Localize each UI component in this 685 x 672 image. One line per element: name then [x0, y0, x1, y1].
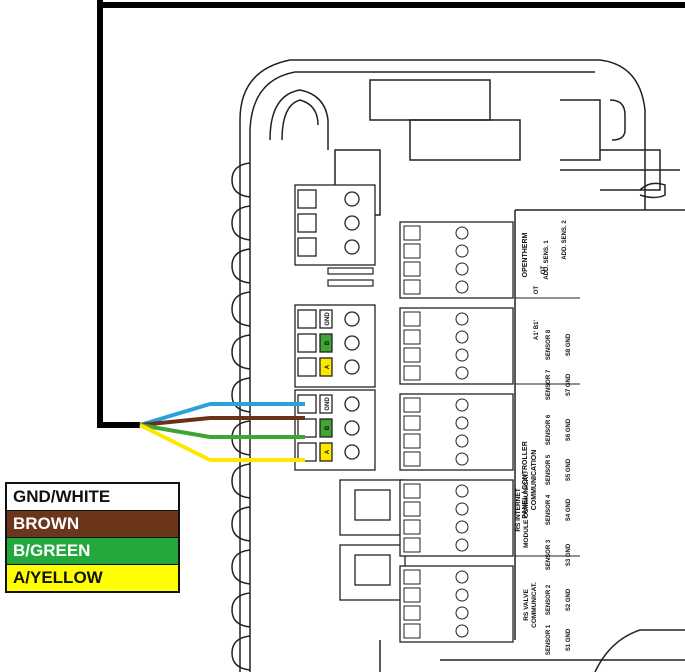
wires [139, 402, 305, 462]
communication-label: COMMUNICATION [531, 450, 538, 511]
terminal-screw [455, 312, 469, 326]
legend-brown: BROWN [7, 511, 178, 538]
sensor-terminal-label: S6 GND [566, 418, 572, 441]
wire-gnd-white [139, 402, 305, 427]
rs-internet-label: RS INTERNET [515, 488, 522, 531]
wire-b-green [139, 423, 305, 439]
wire-brown [139, 416, 305, 427]
frame-line-left [97, 0, 140, 428]
module-communicat-label: MODULE COMMUNICAT. [523, 472, 530, 548]
ot-label-1: OT [534, 286, 540, 295]
terminal-slot [403, 587, 421, 603]
wire-a-yellow [139, 423, 305, 462]
terminal-slot [403, 243, 421, 259]
terminal-slot [403, 279, 421, 295]
legend-a-yellow: A/YELLOW [7, 565, 178, 591]
rs-valve-label: RS VALVE [523, 589, 530, 621]
device-housing [239, 59, 685, 672]
terminal-slot [403, 365, 421, 381]
sensor-terminal-label: S7 GND [566, 373, 572, 396]
sensor-label: SENSOR 5 [546, 454, 552, 485]
add-sens-2-label: ADD. SENS. 2 [562, 220, 568, 260]
sensor-terminal-label: S4 GND [566, 498, 572, 521]
terminal-screw [455, 484, 469, 498]
rs-valve-communicat-label: COMMUNICAT. [531, 582, 538, 628]
sensor-terminal-label: S1 GND [566, 628, 572, 651]
sensor-terminal-label: S3 GND [566, 543, 572, 566]
sensor-label: SENSOR 3 [546, 539, 552, 570]
legend-gnd-white: GND/WHITE [7, 484, 178, 511]
terminal-label-b-2: B [325, 425, 331, 430]
terminal-screw [455, 452, 469, 466]
separator-pins [327, 267, 374, 287]
sensor-label: SENSOR 1 [546, 624, 552, 655]
terminal-screw [455, 434, 469, 448]
left-terminal-block-mid [294, 304, 376, 388]
sensor-label: SENSOR 4 [546, 494, 552, 525]
sensor-label: SENSOR 7 [546, 369, 552, 400]
terminal-slot [403, 451, 421, 467]
terminal-screw [455, 570, 469, 584]
panel-controller-label: PANEL / CONTROLLER [522, 441, 529, 519]
terminal-label-a-1: A [325, 364, 331, 369]
terminal-slot [403, 623, 421, 639]
terminal-screw [455, 502, 469, 516]
add-sens-1-label: ADD. SENS. 1 [544, 240, 550, 280]
terminal-slot [403, 347, 421, 363]
terminal-label-gnd-1: GND [325, 312, 331, 326]
sensor-label: SENSOR 6 [546, 414, 552, 445]
sensor-terminal-label: S2 GND [566, 588, 572, 611]
terminal-slot [403, 261, 421, 277]
rj-socket-1 [339, 479, 406, 536]
terminal-screw [455, 330, 469, 344]
terminal-screw [455, 262, 469, 276]
right-terminal-screws [403, 225, 469, 639]
rj-socket-2 [339, 544, 406, 601]
terminal-label-a-2: A [325, 449, 331, 454]
terminal-screw [455, 606, 469, 620]
sensor-label: SENSOR 8 [546, 329, 552, 360]
terminal-label-b-1: B [325, 340, 331, 345]
terminal-screw [455, 226, 469, 240]
terminal-slot [403, 415, 421, 431]
terminal-slot [403, 569, 421, 585]
a1-b1-label: A1' B1' [534, 320, 540, 340]
terminal-screw [455, 398, 469, 412]
terminal-slot [403, 605, 421, 621]
terminal-screw [455, 244, 469, 258]
terminal-slot [403, 397, 421, 413]
left-terminal-block-top [294, 184, 376, 266]
sensor-terminal-label: S8 GND [566, 333, 572, 356]
terminal-screw [455, 348, 469, 362]
sensor-terminal-label: S5 GND [566, 458, 572, 481]
terminal-screw [455, 366, 469, 380]
terminal-slot [403, 537, 421, 553]
terminal-slot [403, 433, 421, 449]
ot-label-2: OT [541, 266, 547, 275]
sensor-labels: SENSOR 1 S1 GND SENSOR 2 S2 GND SENSOR 3 S3 G… [546, 329, 572, 655]
terminal-screw [455, 624, 469, 638]
wire-legend: GND/WHITE BROWN B/GREEN A/YELLOW [5, 482, 180, 593]
terminal-slot [403, 329, 421, 345]
terminal-label-gnd-2: GND [325, 397, 331, 411]
terminal-slot [403, 311, 421, 327]
terminal-slot [403, 225, 421, 241]
terminal-slot [403, 483, 421, 499]
sensor-label: SENSOR 2 [546, 584, 552, 615]
terminal-screw [455, 538, 469, 552]
legend-b-green: B/GREEN [7, 538, 178, 565]
terminal-slot [403, 501, 421, 517]
terminal-slot [403, 519, 421, 535]
board-label-area [515, 297, 580, 557]
left-terminal-block-bus [294, 389, 376, 471]
opentherm-label: OPENTHERM [522, 232, 529, 277]
terminal-screw [455, 588, 469, 602]
terminal-screw [455, 280, 469, 294]
terminal-screw [455, 520, 469, 534]
terminal-screw [455, 416, 469, 430]
